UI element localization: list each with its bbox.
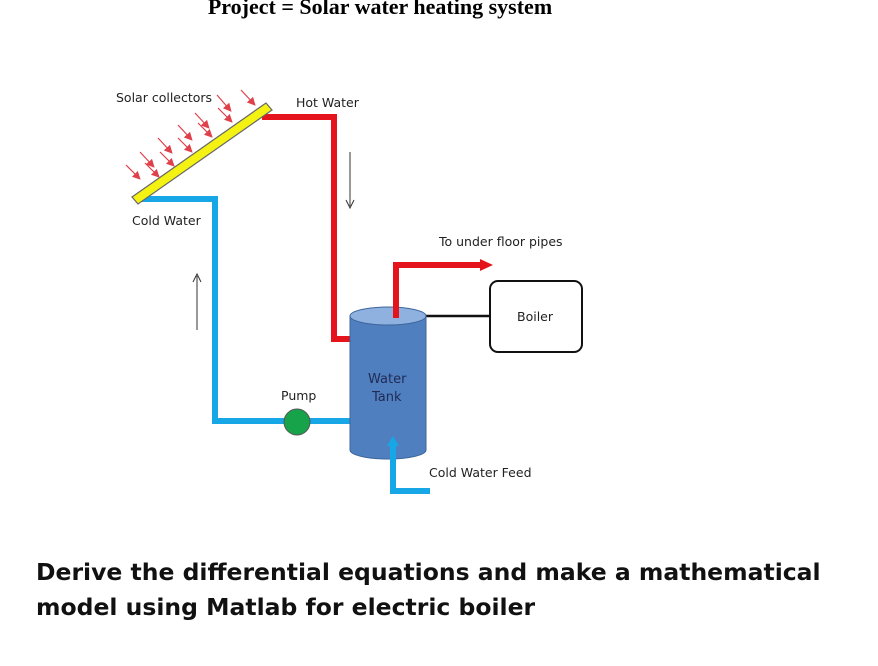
page-title: Project = Solar water heating system [207, 0, 553, 19]
label-cold-water: Cold Water [132, 213, 202, 228]
boiler-box [489, 280, 583, 353]
solar-collector [131, 102, 273, 205]
water-tank [349, 306, 427, 460]
label-boiler: Boiler [517, 309, 554, 324]
cold-water-pipe [140, 196, 352, 424]
hot-water-pipe [262, 114, 352, 342]
label-solar-collectors: Solar collectors [116, 90, 212, 105]
under-floor-pipe [393, 262, 481, 318]
task-statement: Derive the differential equations and ma… [36, 558, 821, 621]
label-hot-water: Hot Water [296, 95, 360, 110]
under-floor-arrow-icon [480, 259, 493, 271]
pump-icon [283, 408, 311, 436]
label-tank: Tank [371, 390, 402, 405]
cold-water-feed-pipe [390, 444, 430, 494]
label-cold-water-feed: Cold Water Feed [429, 465, 532, 480]
label-to-under-floor: To under floor pipes [438, 234, 563, 249]
label-water: Water [368, 372, 407, 387]
sun-rays [125, 89, 256, 180]
label-pump: Pump [281, 388, 316, 403]
flow-arrows [192, 152, 355, 330]
cold-water-feed-arrow-icon [387, 436, 399, 446]
